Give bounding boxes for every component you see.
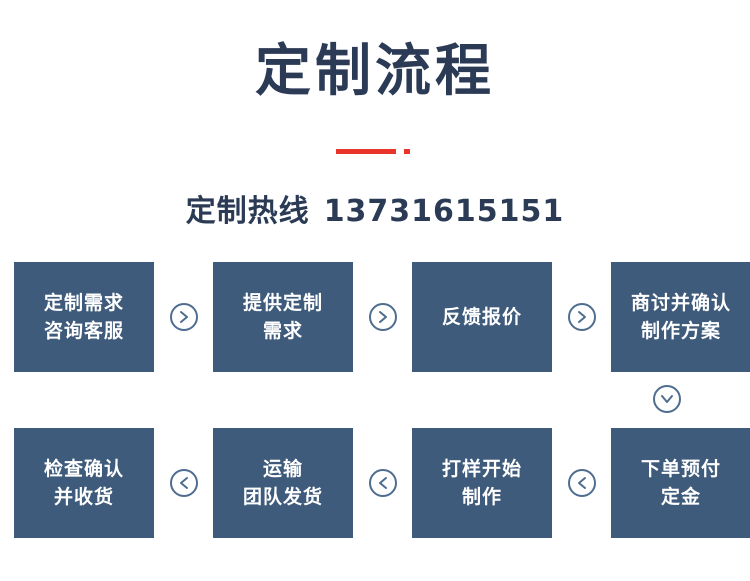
connector-7 [154,469,213,497]
flow-step-2-text: 提供定制 需求 [243,289,323,345]
flow-step-8-text: 检查确认 并收货 [44,455,124,511]
flow-step-2-line1: 提供定制 [242,292,323,314]
divider-bar [336,149,396,154]
flow-step-3-text: 反馈报价 [441,306,522,328]
flow-step-6-line2: 制作 [461,486,502,508]
arrow-left-icon [169,469,198,497]
connector-6 [353,469,412,497]
flow-row-2: 检查确认 并收货 运输 团队发货 [0,428,750,538]
flow-step-1-text: 定制需求 咨询客服 [44,289,124,345]
flow-step-7-text: 运输 团队发货 [243,455,323,511]
connector-vertical [653,385,681,413]
flow-step-2-line2: 需求 [262,320,303,342]
page-title: 定制流程 [255,39,495,104]
flow-step-7-line2: 团队发货 [242,486,323,508]
flow-step-7-line1: 运输 [262,458,303,480]
flow-row-1: 定制需求 咨询客服 提供定制 需求 反 [0,262,750,372]
flow-step-1[interactable]: 定制需求 咨询客服 [14,262,154,372]
flow-step-1-line2: 咨询客服 [43,320,124,342]
flow-step-1-line1: 定制需求 [43,292,124,314]
flow-step-7[interactable]: 运输 团队发货 [213,428,353,538]
flow-step-2[interactable]: 提供定制 需求 [213,262,353,372]
flow-step-5-line2: 定金 [660,486,701,508]
connector-2 [353,303,412,331]
connector-5 [552,469,611,497]
connector-1 [154,303,213,331]
flow-step-8-line2: 并收货 [53,486,114,508]
hotline-label: 定制热线 [185,194,310,229]
flow-step-3[interactable]: 反馈报价 [412,262,552,372]
hotline-number: 13731615151 [323,194,565,229]
flow-step-4-text: 商讨并确认 制作方案 [631,289,731,345]
arrow-down-icon [653,385,681,413]
arrow-right-icon [169,303,198,331]
connector-3 [552,303,611,331]
flow-step-6[interactable]: 打样开始 制作 [412,428,552,538]
flow-step-5-text: 下单预付 定金 [641,455,721,511]
flow-step-5[interactable]: 下单预付 定金 [611,428,750,538]
title-divider [0,145,750,159]
flow-step-6-line1: 打样开始 [441,458,522,480]
arrow-left-icon [567,469,596,497]
arrow-right-icon [567,303,596,331]
flow-step-8[interactable]: 检查确认 并收货 [14,428,154,538]
hotline: 定制热线 13731615151 [0,192,750,232]
flow-step-4-line1: 商讨并确认 [630,292,731,314]
flow-step-4-line2: 制作方案 [640,320,721,342]
flow-step-8-line1: 检查确认 [43,458,124,480]
arrow-left-icon [368,469,397,497]
flow-step-4[interactable]: 商讨并确认 制作方案 [611,262,750,372]
divider-dot [404,149,410,154]
arrow-right-icon [368,303,397,331]
flow-step-6-text: 打样开始 制作 [442,455,522,511]
flow-step-5-line1: 下单预付 [640,458,721,480]
